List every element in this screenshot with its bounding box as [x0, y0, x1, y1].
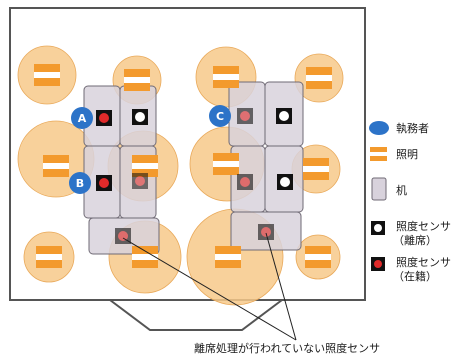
worker-c-label: C: [216, 110, 224, 123]
worker-a-marker: [71, 107, 93, 129]
light-fixture-2: [124, 69, 150, 91]
room-outline: [9, 7, 366, 331]
legend-sensor-absent: 照度センサ （離席）: [371, 219, 451, 247]
illuminance-sensor-1-occupied: [96, 110, 112, 126]
callout-line-right: [265, 232, 297, 341]
light-fixture-5: [213, 66, 239, 88]
legend-light-label: 照明: [396, 148, 418, 161]
illuminance-sensor-9-absent: [277, 174, 293, 190]
illuminance-sensor-7-absent: [276, 108, 292, 124]
callout-lines: [122, 232, 297, 341]
worker-c-marker: [209, 105, 231, 127]
light-fixture-7: [213, 153, 239, 175]
sensor-layer: [96, 108, 293, 244]
legend-sensor-absent-line1: 照度センサ: [396, 219, 451, 233]
illuminance-sensor-3-occupied: [96, 175, 112, 191]
light-fixture-6: [306, 67, 332, 89]
illuminance-sensor-2-absent: [132, 109, 148, 125]
desk-icon: [371, 177, 387, 201]
worker-a-label: A: [78, 112, 87, 125]
callout-caption: 離席処理が行われていない照度センサ: [194, 341, 380, 355]
worker-c: C: [209, 105, 231, 127]
worker-icon: [369, 121, 389, 135]
light-fixture-8: [303, 158, 329, 180]
light-fixture-10: [132, 246, 158, 268]
light-fixture-3: [43, 155, 69, 177]
illuminance-sensor-8-occupied: [237, 174, 253, 190]
legend-sensor-occupied: 照度センサ （在籍）: [371, 255, 451, 283]
worker-b: B: [69, 172, 91, 194]
legend-worker-label: 執務者: [396, 121, 429, 135]
illuminance-sensor-6-occupied: [237, 108, 253, 124]
light-fixture-12: [305, 246, 331, 268]
legend: 執務者 照明 机 照度センサ （離席） 照度センサ （在籍）: [369, 121, 451, 283]
illuminance-sensor-10-occupied: [258, 224, 274, 240]
legend-sensor-occupied-line1: 照度センサ: [396, 255, 451, 269]
illuminance-sensor-4-occupied: [132, 173, 148, 189]
worker-b-label: B: [76, 177, 84, 190]
legend-sensor-absent-line2: （離席）: [393, 233, 437, 247]
worker-a: A: [71, 107, 93, 129]
legend-light: 照明: [370, 147, 418, 161]
callout-line-left: [122, 237, 297, 341]
legend-sensor-occupied-line2: （在籍）: [393, 269, 437, 283]
light-fixture-layer: [34, 64, 332, 268]
legend-desk-label: 机: [396, 183, 407, 197]
light-fixture-4: [132, 155, 158, 177]
light-fixture-1: [34, 64, 60, 86]
light-fixture-9: [36, 246, 62, 268]
light-fixture-11: [215, 246, 241, 268]
legend-worker: 執務者: [369, 121, 429, 135]
worker-b-marker: [69, 172, 91, 194]
legend-desk: 机: [371, 177, 407, 201]
